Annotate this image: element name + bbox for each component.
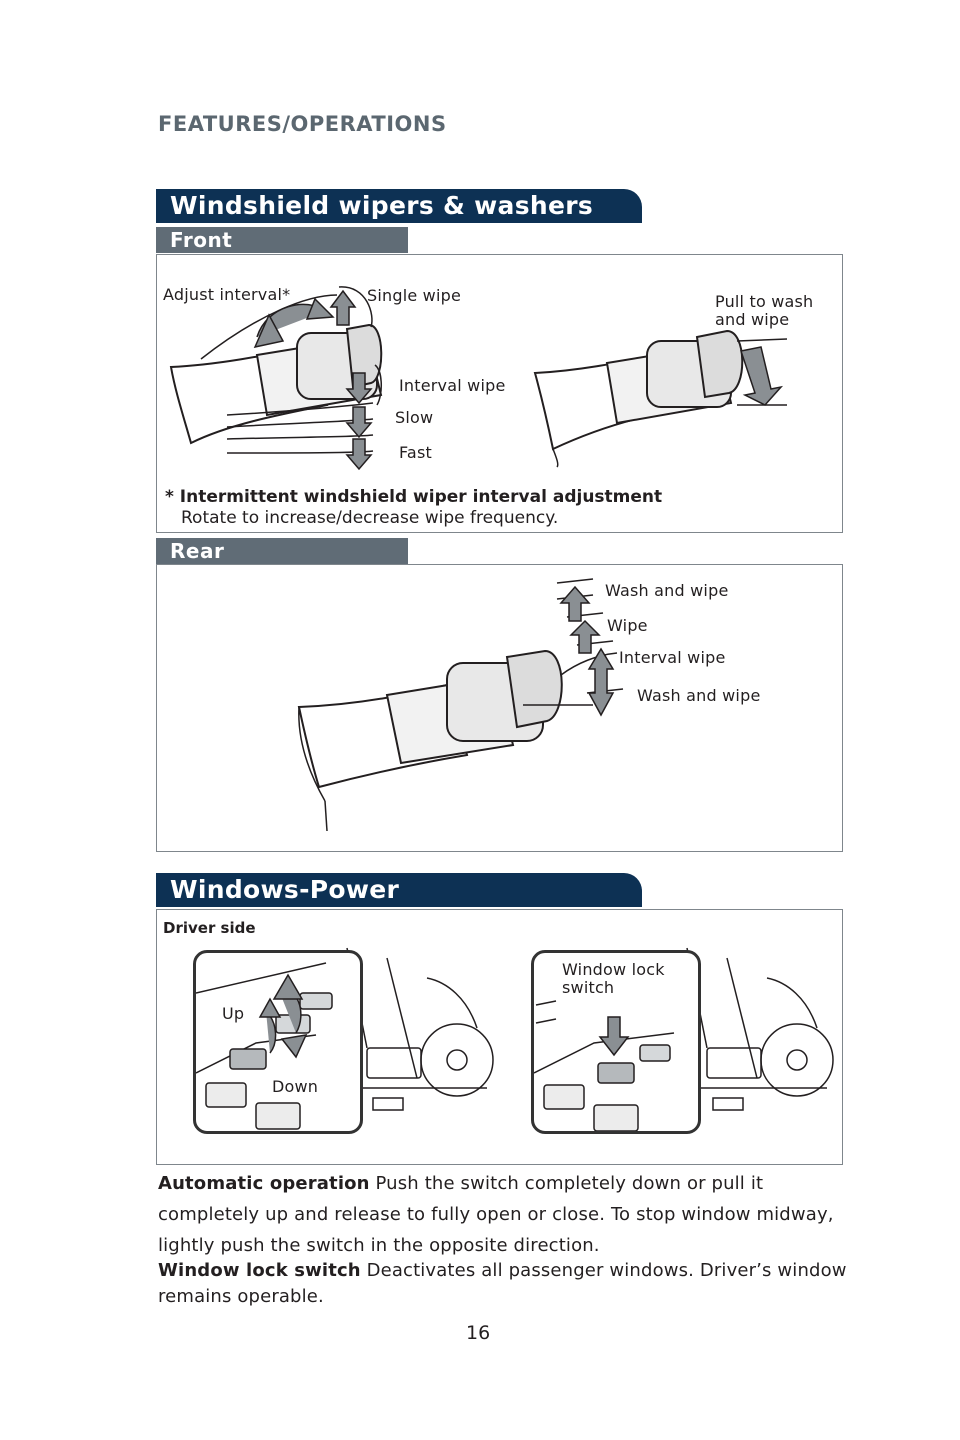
front-wiper-illustration [169,286,788,471]
lock-text-2: remains operable. [158,1286,324,1307]
front-panel: Adjust interval* Single wipe Interval wi… [156,254,843,533]
callout-pull-to-wash-2: and wipe [715,310,790,329]
window-switch-illustration [196,962,333,1130]
window-lock-illustration [534,1000,675,1131]
rear-label: Rear [156,538,408,564]
callout-rear-wash-wipe-top: Wash and wipe [605,581,729,600]
callout-up: Up [222,1004,245,1023]
automatic-operation-paragraph: Automatic operation Push the switch comp… [158,1168,848,1261]
windows-panel: Driver side [156,909,843,1165]
callout-down: Down [272,1077,319,1096]
window-switch-detail: Up Down [193,950,363,1134]
wipers-banner: Windshield wipers & washers [156,189,642,223]
callout-rear-interval-wipe: Interval wipe [619,648,726,667]
callout-window-lock-2: switch [562,978,615,997]
callout-pull-to-wash: Pull to wash [715,292,814,311]
callout-rear-wipe: Wipe [607,616,648,635]
window-lock-detail: Window lock switch [531,950,701,1134]
callout-slow: Slow [395,408,434,427]
window-lock-paragraph: Window lock switch Deactivates all passe… [158,1258,848,1310]
lock-text-1: Deactivates all passenger windows. Drive… [360,1260,847,1281]
driver-side-label: Driver side [163,919,256,937]
callout-rear-wash-wipe-bottom: Wash and wipe [637,686,761,705]
auto-text-1: Push the switch completely down or pull … [369,1173,764,1194]
auto-text-3: lightly push the switch in the opposite … [158,1235,600,1256]
callout-interval-wipe: Interval wipe [399,376,506,395]
auto-text-2: completely up and release to fully open … [158,1204,834,1225]
callout-window-lock-1: Window lock [562,960,665,979]
front-note-title: * Intermittent windshield wiper interval… [165,487,663,507]
auto-title: Automatic operation [158,1173,370,1194]
rear-wiper-illustration [297,578,624,832]
front-note-text: Rotate to increase/decrease wipe frequen… [181,508,559,528]
windows-banner: Windows-Power [156,873,642,907]
lock-title: Window lock switch [158,1260,361,1281]
page-number: 16 [466,1322,491,1344]
section-header: FEATURES/OPERATIONS [158,112,447,136]
callout-single-wipe: Single wipe [367,286,462,305]
callout-fast: Fast [399,443,432,462]
rear-panel: Wash and wipe Wipe Interval wipe Wash an… [156,564,843,852]
callout-adjust-interval: Adjust interval* [163,285,291,304]
front-label: Front [156,227,408,253]
